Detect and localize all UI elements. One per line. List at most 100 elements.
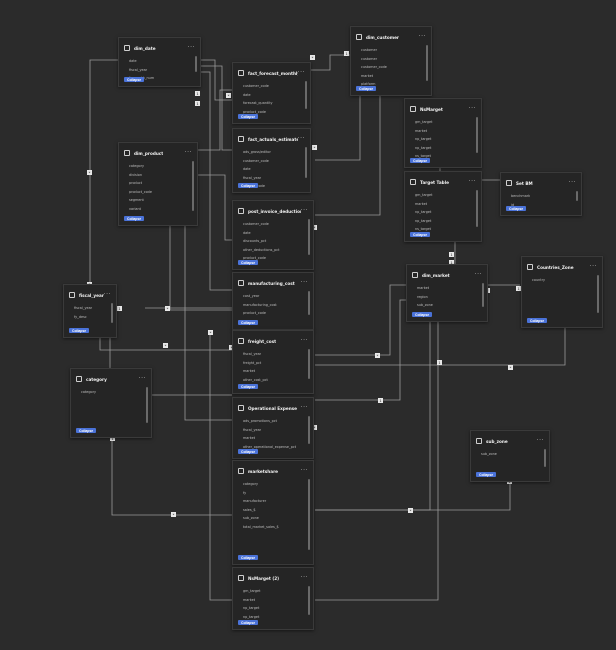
field-item[interactable]: date (243, 167, 251, 172)
more-options-icon[interactable]: ··· (300, 337, 308, 344)
field-item[interactable]: ads_promotions_pct (243, 419, 277, 423)
field-item[interactable]: np_target (243, 614, 260, 619)
field-item[interactable]: discounts_pct (243, 239, 267, 244)
field-item[interactable]: fiscal_year (243, 427, 262, 432)
field-item[interactable]: product_code (129, 189, 152, 194)
field-item[interactable]: customer_code (361, 65, 387, 70)
field-item[interactable]: customer_code (243, 84, 269, 88)
field-item[interactable]: np_target (415, 145, 432, 150)
field-item[interactable]: sub_zone (481, 452, 497, 456)
field-item[interactable]: ads_gross/editor (243, 150, 271, 154)
more-options-icon[interactable]: ··· (474, 271, 482, 278)
collapse-button[interactable]: Collapse (238, 183, 259, 188)
field-scrollbar[interactable] (576, 191, 578, 201)
field-item[interactable]: market (243, 369, 256, 374)
field-item[interactable]: product_code (243, 256, 266, 261)
field-scrollbar[interactable] (308, 416, 310, 444)
more-options-icon[interactable]: ··· (589, 263, 597, 270)
table-card-header[interactable]: dim_customer··· (351, 27, 431, 44)
collapse-button[interactable]: Collapse (238, 620, 259, 625)
more-options-icon[interactable]: ··· (187, 44, 195, 51)
field-item[interactable]: manufacturer (243, 499, 267, 504)
field-item[interactable]: category (129, 164, 144, 168)
field-item[interactable]: fy_desc (74, 314, 87, 319)
table-card-dim-customer[interactable]: dim_customer··· customer customer customer_… (350, 26, 432, 96)
field-item[interactable]: segment (129, 198, 144, 203)
field-item[interactable]: product_code (243, 109, 266, 114)
field-scrollbar[interactable] (544, 449, 546, 467)
table-card-header[interactable]: Set BM··· (501, 173, 581, 190)
field-scrollbar[interactable] (426, 45, 428, 81)
table-card-header[interactable]: Operational Expense··· (233, 398, 313, 415)
field-scrollbar[interactable] (482, 283, 484, 307)
field-item[interactable]: np_target (415, 137, 432, 142)
table-card-header[interactable]: fiscal_year··· (64, 285, 116, 302)
table-card-header[interactable]: dim_date··· (119, 38, 200, 55)
field-item[interactable]: customer (361, 56, 377, 61)
more-options-icon[interactable]: ··· (300, 207, 308, 214)
field-item[interactable]: gm_target (243, 589, 261, 593)
field-item[interactable]: date (129, 59, 137, 63)
field-item[interactable]: country (532, 278, 545, 282)
collapse-button[interactable]: Collapse (238, 260, 259, 265)
table-card-operational-expense[interactable]: Operational Expense··· ads_promotions_pct… (232, 397, 314, 459)
field-item[interactable]: fiscal_year (129, 67, 148, 72)
field-item[interactable]: category (243, 482, 258, 486)
field-scrollbar[interactable] (192, 161, 194, 211)
table-card-header[interactable]: freight_cost··· (233, 331, 313, 348)
field-scrollbar[interactable] (146, 387, 148, 423)
field-item[interactable]: product (129, 181, 143, 186)
field-item[interactable]: date (243, 92, 251, 97)
field-item[interactable]: date (243, 230, 251, 235)
field-item[interactable]: market (417, 286, 430, 290)
field-scrollbar[interactable] (476, 117, 478, 153)
field-item[interactable]: product_code (243, 311, 266, 316)
field-scrollbar[interactable] (305, 81, 307, 109)
field-item[interactable]: region (417, 294, 428, 299)
field-item[interactable]: platform (361, 82, 376, 87)
field-item[interactable]: category (81, 390, 96, 394)
more-options-icon[interactable]: ··· (568, 179, 576, 186)
table-card-header[interactable]: dim_product··· (119, 143, 197, 160)
field-item[interactable]: sales_$ (243, 507, 256, 512)
more-options-icon[interactable]: ··· (418, 33, 426, 40)
more-options-icon[interactable]: ··· (297, 135, 305, 142)
field-item[interactable]: fy (243, 490, 247, 495)
field-item[interactable]: np_target (243, 606, 260, 611)
field-item[interactable]: fiscal_year (243, 175, 262, 180)
more-options-icon[interactable]: ··· (138, 375, 146, 382)
collapse-button[interactable]: Collapse (410, 158, 431, 163)
field-item[interactable]: np_target (415, 218, 432, 223)
table-card-header[interactable]: marketshare··· (233, 461, 313, 478)
table-card-dim-date[interactable]: dim_date···datefiscal_yearfy_month_numCo… (118, 37, 201, 87)
field-scrollbar[interactable] (111, 303, 113, 323)
field-item[interactable]: forecast_quantity (243, 101, 273, 106)
field-item[interactable]: cost_year (243, 294, 260, 298)
field-scrollbar[interactable] (597, 275, 599, 313)
more-options-icon[interactable]: ··· (300, 279, 308, 286)
field-item[interactable]: market (243, 436, 256, 441)
more-options-icon[interactable]: ··· (300, 574, 308, 581)
table-card-header[interactable]: NsMarget (2)··· (233, 568, 313, 585)
field-scrollbar[interactable] (308, 291, 310, 315)
field-item[interactable]: fiscal_year (243, 352, 262, 356)
field-item[interactable]: other_operational_expense_pct (243, 444, 297, 449)
field-item[interactable]: total_market_sales_$ (243, 524, 279, 529)
table-card-header[interactable]: Countries_Zone··· (522, 257, 602, 274)
field-item[interactable]: manufacturing_cost (243, 302, 277, 307)
table-card-header[interactable]: fact_forecast_monthly··· (233, 63, 310, 80)
field-item[interactable]: fiscal_year (74, 306, 93, 310)
table-card-header[interactable]: NsMarget··· (405, 99, 481, 116)
field-item[interactable]: customer (361, 48, 377, 52)
collapse-button[interactable]: Collapse (527, 318, 548, 323)
